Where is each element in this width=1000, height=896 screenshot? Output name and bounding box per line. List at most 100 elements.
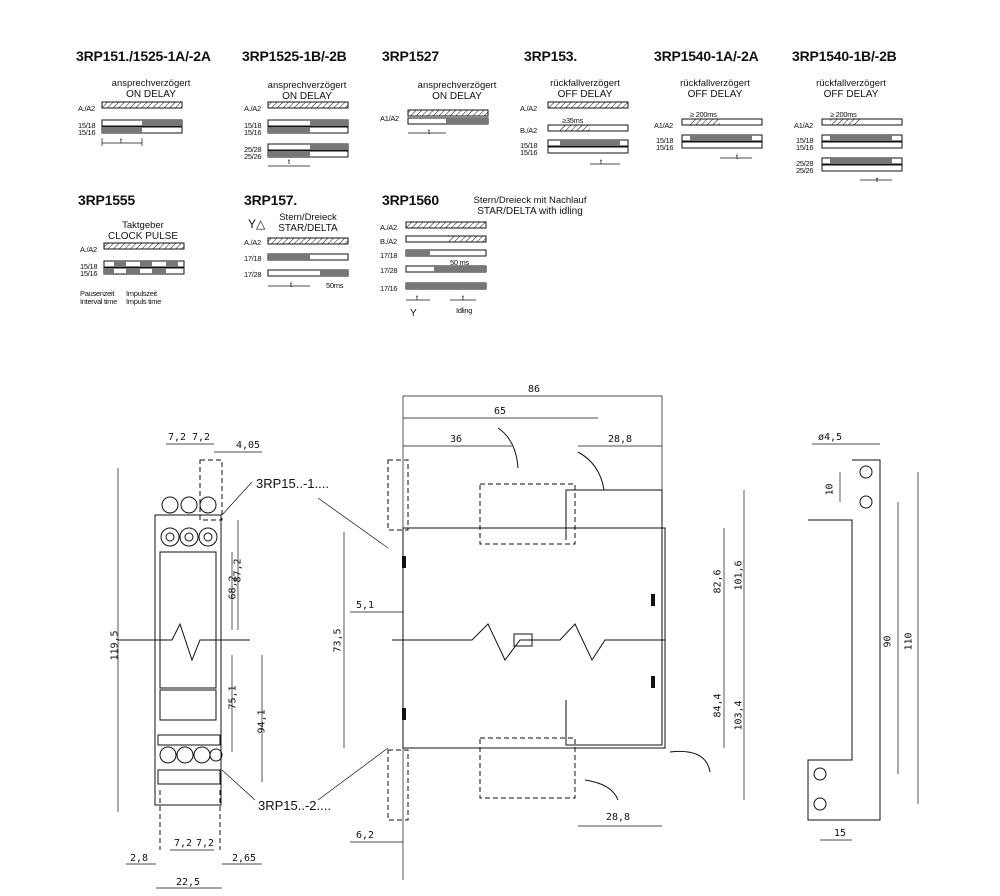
sig-t8-a: A./A2 (244, 238, 261, 247)
dim-side-2: 65 (494, 406, 507, 417)
sig-t8-c: 17/28 (244, 270, 262, 279)
t-label-6: t (876, 175, 878, 184)
dim-front-2: 7,2 (192, 432, 211, 443)
t-label-3: t (428, 127, 430, 136)
timing-t1 (101, 101, 183, 146)
title-3rp153: 3RP153. (524, 48, 578, 64)
timing-t7 (103, 242, 185, 275)
sig-t6-e: 25/26 (796, 166, 814, 175)
title-3rp151: 3RP151./1525-1A/-2A (76, 48, 211, 64)
sig-t9-c: 17/18 (380, 251, 398, 260)
t-label-2: t (288, 157, 290, 166)
dim-front-5: 68,2 (227, 575, 239, 600)
timing-t3 (407, 109, 489, 134)
dim-bracket-1: ø4,5 (818, 432, 843, 443)
terminal-row-bottom (157, 734, 223, 785)
title-3rp1560: 3RP1560 (382, 192, 439, 208)
dim-side-7: 82,6 (712, 569, 724, 594)
dim-side-10: 103,4 (733, 700, 745, 731)
dim-front-1: 7,2 (168, 432, 187, 443)
front-view (117, 443, 263, 889)
title-3rp157: 3RP157. (244, 192, 298, 208)
t-label-4: t (600, 157, 602, 166)
timing-t8: Y△ (248, 217, 349, 287)
t-label-9b: t (462, 293, 464, 302)
sig-t2-c: 15/16 (244, 128, 262, 137)
sig-t5-a: A1/A2 (654, 121, 673, 130)
sig-t8-b: 17/18 (244, 254, 262, 263)
sig-t9-b: B./A2 (380, 237, 397, 246)
ms-label-4: ≥35ms (562, 116, 583, 125)
sig-t1-b: 15/18 (78, 121, 96, 130)
ms-label-6: ≥ 200ms (830, 110, 857, 119)
star-icon: Y (410, 308, 417, 319)
sig-t2-b: 15/18 (244, 121, 262, 130)
sig-t6-b: 15/18 (796, 136, 814, 145)
sig-t4-b: B./A2 (520, 126, 537, 135)
timing-t5 (681, 118, 763, 159)
ms-label-8: 50ms (326, 281, 344, 290)
dim-side-5: 5,1 (356, 600, 375, 611)
dim-front-9: 7,2 (174, 838, 193, 849)
dim-front-8: 94,1 (256, 709, 268, 734)
dim-front-7: 75,1 (227, 685, 239, 710)
label-3rp15-1: 3RP15..-1.... (256, 476, 329, 491)
sig-t2-e: 25/26 (244, 152, 262, 161)
dim-side-1: 86 (528, 384, 541, 395)
dim-bracket-4: 110 (903, 632, 915, 651)
sig-t9-a: A./A2 (380, 223, 397, 232)
dim-front-12: 2,65 (232, 853, 257, 864)
dim-side-6: 73,5 (332, 628, 344, 653)
sig-t5-c: 15/16 (656, 143, 674, 152)
dim-side-12: 6,2 (356, 830, 375, 841)
sig-t1-c: 15/16 (78, 128, 96, 137)
sig-t6-c: 15/16 (796, 143, 814, 152)
dim-side-8: 101,6 (733, 560, 745, 591)
timing-t9: Y (405, 221, 487, 319)
ms-label-9: 50 ms (450, 258, 469, 267)
sig-t4-d: 15/16 (520, 148, 538, 157)
sig-t4-a: A./A2 (520, 104, 537, 113)
timing-t4 (547, 101, 629, 165)
dim-front-11: 2,8 (130, 853, 149, 864)
timing-t6 (821, 118, 903, 181)
title-3rp1540-a: 3RP1540-1A/-2A (654, 48, 759, 64)
dim-front-6: 119,5 (109, 630, 121, 661)
dim-front-3: 4,05 (236, 440, 261, 451)
t-label-8: t (290, 280, 292, 289)
t-label-1: t (120, 136, 122, 145)
timing-t2 (267, 101, 349, 167)
sig-t2-d: 25/28 (244, 145, 262, 154)
sig-t9-e: 17/16 (380, 284, 398, 293)
title-3rp1540-b: 3RP1540-1B/-2B (792, 48, 897, 64)
sig-t7-c: 15/16 (80, 269, 98, 278)
title-3rp1525: 3RP1525-1B/-2B (242, 48, 347, 64)
sig-t1-a: A./A2 (78, 104, 95, 113)
sig-t7-b: 15/18 (80, 262, 98, 271)
dim-bracket-2: 10 (824, 483, 836, 496)
title-3rp1527: 3RP1527 (382, 48, 439, 64)
dim-bracket-5: 15 (834, 828, 847, 839)
terminal-row-top (160, 496, 218, 547)
dim-side-11: 28,8 (606, 812, 631, 823)
side-view (317, 395, 745, 880)
sig-t6-a: A1/A2 (794, 121, 813, 130)
t-label-9a: t (416, 293, 418, 302)
ms-label-5: ≥ 200ms (690, 110, 717, 119)
sig-t9-d: 17/28 (380, 266, 398, 275)
sig-t7-a: A./A2 (80, 245, 97, 254)
label-3rp15-2: 3RP15..-2.... (258, 798, 331, 813)
sig-t5-b: 15/18 (656, 136, 674, 145)
sig-t3-a: A1/A2 (380, 114, 399, 123)
